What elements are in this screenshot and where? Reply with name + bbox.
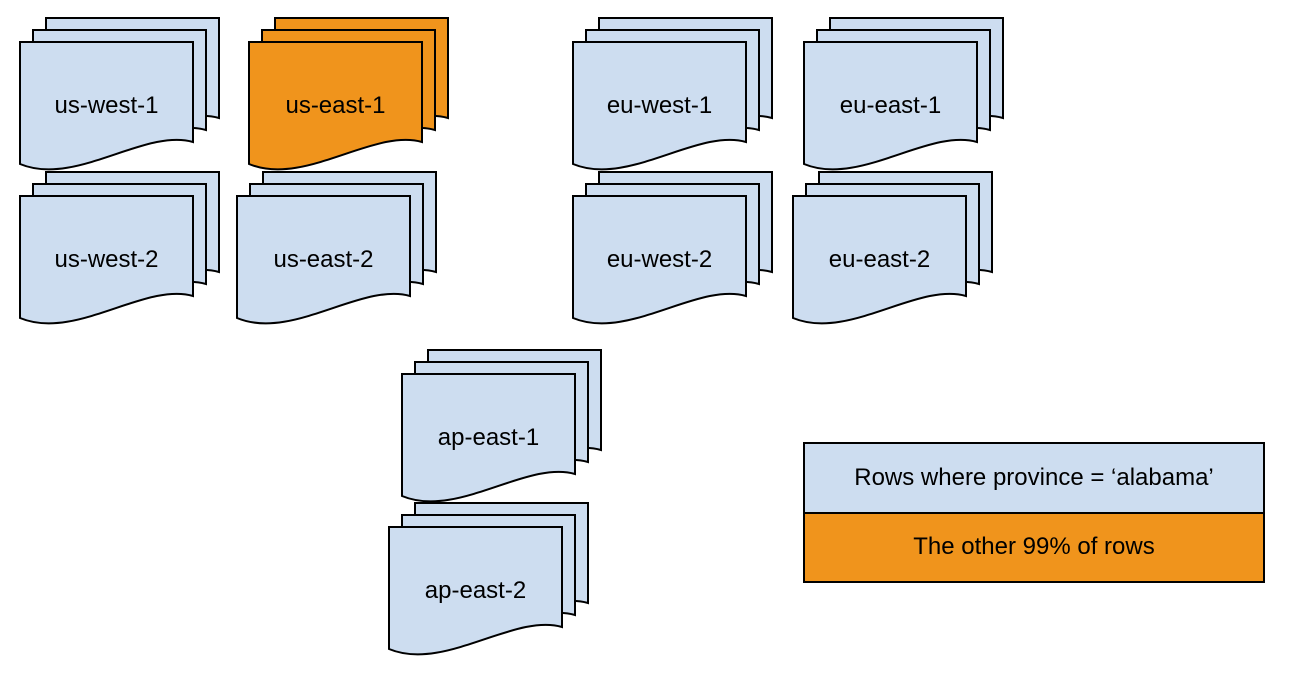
region-doc-stack-us-west-1: us-west-1	[19, 17, 220, 176]
document-page-front-icon	[19, 41, 194, 171]
document-page-front-icon	[236, 195, 411, 325]
region-doc-stack-us-east-1: us-east-1	[248, 17, 449, 176]
legend-item-other-rows: The other 99% of rows	[805, 511, 1263, 581]
region-doc-stack-eu-west-2: eu-west-2	[572, 171, 773, 330]
region-doc-stack-eu-east-2: eu-east-2	[792, 171, 993, 330]
legend-label: Rows where province = ‘alabama’	[854, 463, 1214, 491]
region-doc-stack-ap-east-1: ap-east-1	[401, 349, 602, 508]
document-page-front-icon	[572, 195, 747, 325]
document-page-front-icon	[19, 195, 194, 325]
region-doc-stack-eu-west-1: eu-west-1	[572, 17, 773, 176]
document-page-front-icon	[401, 373, 576, 503]
legend: Rows where province = ‘alabama’ The othe…	[803, 442, 1265, 583]
legend-item-alabama-rows: Rows where province = ‘alabama’	[805, 444, 1263, 512]
document-page-front-icon	[572, 41, 747, 171]
document-page-front-icon	[803, 41, 978, 171]
document-page-front-icon	[388, 526, 563, 656]
region-doc-stack-ap-east-2: ap-east-2	[388, 502, 589, 661]
document-page-front-icon	[248, 41, 423, 171]
region-doc-stack-eu-east-1: eu-east-1	[803, 17, 1004, 176]
document-page-front-icon	[792, 195, 967, 325]
region-doc-stack-us-west-2: us-west-2	[19, 171, 220, 330]
region-doc-stack-us-east-2: us-east-2	[236, 171, 437, 330]
legend-label: The other 99% of rows	[913, 533, 1155, 561]
